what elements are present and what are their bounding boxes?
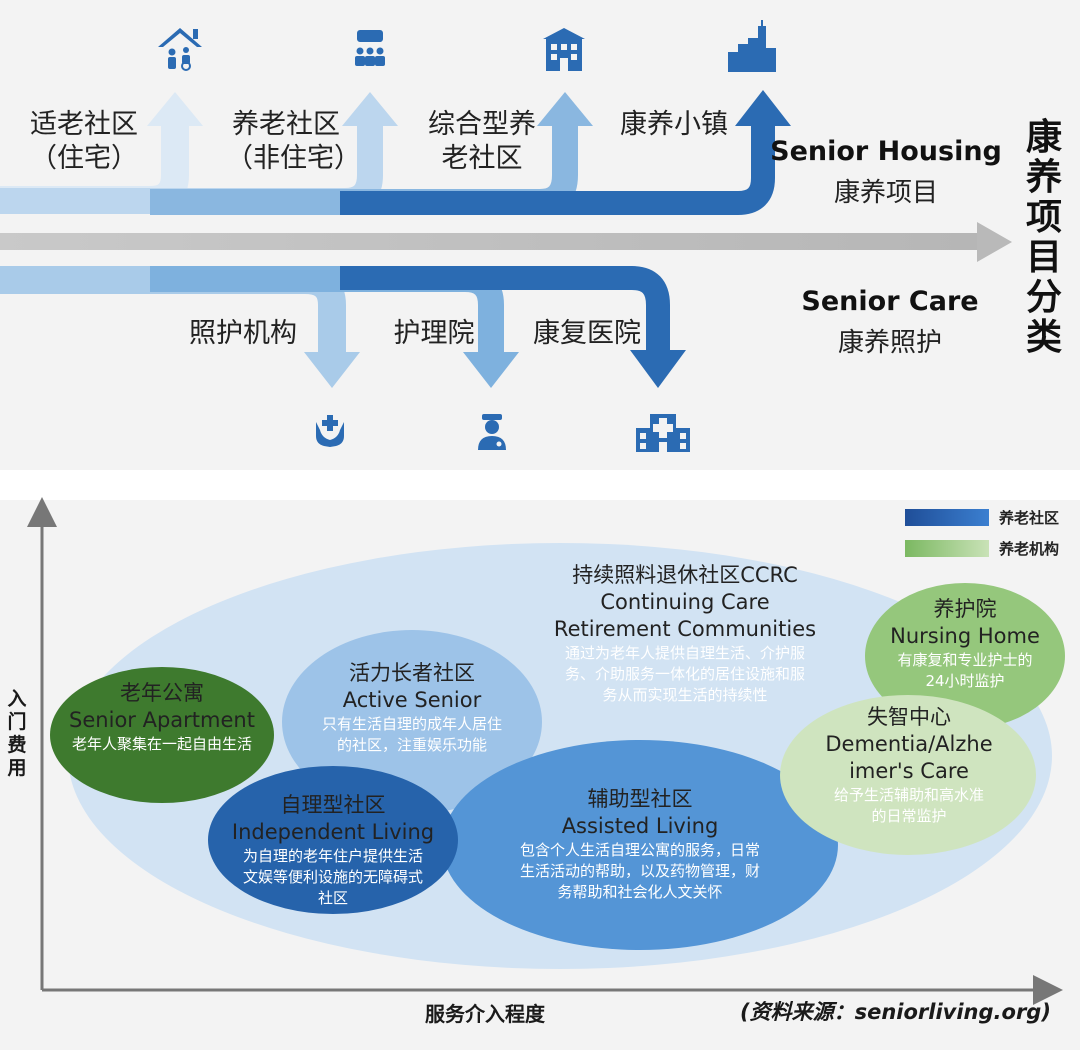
nursing-home-cn: 养护院	[933, 597, 997, 621]
housing-label-2: 养老社区 （非住宅）	[226, 109, 361, 174]
active-senior-cn: 活力长者社区	[349, 661, 475, 685]
senior-housing-subtitle: 康养项目	[833, 178, 938, 208]
senior-apartment-desc: 老年人聚集在一起自由生活	[71, 735, 252, 753]
vertical-title: 康养项目分类	[1025, 117, 1062, 358]
housing-arrow-1-head	[147, 92, 203, 126]
y-axis-label: 入门费用	[7, 688, 27, 779]
legend-swatch-community	[905, 509, 989, 526]
dementia-care-en-2: imer's Care	[849, 759, 969, 783]
active-senior-desc-1: 只有生活自理的成年人居住	[321, 715, 502, 733]
independent-living-cn: 自理型社区	[280, 793, 386, 817]
housing-arrow-2-head	[342, 92, 398, 126]
nursing-home-text: 养护院 Nursing Home 有康复和专业护士的 24小时监护	[880, 596, 1050, 692]
town-skyline-icon	[728, 20, 776, 72]
independent-living-desc-2: 文娱等便利设施的无障碍式	[242, 868, 423, 886]
senior-apartment-cn: 老年公寓	[120, 681, 204, 705]
main-axis-arrow	[0, 233, 978, 250]
assisted-living-desc-1: 包含个人生活自理公寓的服务，日常	[519, 841, 760, 859]
dementia-care-desc-1: 给予生活辅助和高水准	[833, 786, 984, 804]
active-senior-en: Active Senior	[342, 688, 482, 712]
caring-hands-icon	[316, 415, 344, 447]
housing-label-3: 综合型养 老社区	[428, 109, 536, 174]
ccrc-desc-3: 务从而实现生活的持续性	[602, 686, 768, 704]
care-label-1: 照护机构	[189, 318, 297, 349]
ccrc-cn-title: 持续照料退休社区CCRC	[572, 563, 798, 587]
assisted-living-ellipse	[442, 740, 838, 950]
senior-apartment-ellipse	[50, 667, 274, 803]
care-arrow-3	[340, 266, 670, 352]
dementia-care-cn: 失智中心	[867, 705, 951, 729]
ccrc-en-line2: Retirement Communities	[553, 617, 817, 641]
senior-care-title: Senior Care	[801, 286, 979, 317]
dementia-care-desc-2: 的日常监护	[871, 807, 947, 825]
senior-housing-title: Senior Housing	[770, 136, 1002, 167]
independent-living-ellipse	[208, 766, 458, 914]
care-label-3: 康复医院	[533, 318, 641, 349]
dementia-care-text: 失智中心 Dementia/Alzhe imer's Care 给予生活辅助和高…	[812, 704, 1006, 827]
classification-diagram	[0, 20, 1012, 452]
assisted-living-desc-3: 务帮助和社会化人文关怀	[557, 883, 723, 901]
apartment-building-icon	[543, 28, 585, 71]
nursing-home-desc-1: 有康复和专业护士的	[897, 651, 1033, 669]
hospital-icon	[636, 414, 690, 452]
housing-label-1: 适老社区 （住宅）	[30, 109, 138, 174]
main-axis-arrowhead	[977, 222, 1012, 262]
housing-arrow-3-head	[537, 92, 593, 126]
care-label-2: 护理院	[393, 318, 475, 349]
home-care-icon	[158, 28, 202, 71]
legend-swatch-institution	[905, 540, 989, 557]
community-group-icon	[355, 30, 385, 66]
nursing-home-en: Nursing Home	[890, 624, 1040, 648]
nursing-home-desc-2: 24小时监护	[925, 672, 1005, 690]
care-arrow-2-head	[463, 352, 519, 388]
x-axis-label: 服务介入程度	[425, 1002, 545, 1026]
independent-living-desc-1: 为自理的老年住户提供生活	[242, 847, 423, 865]
active-senior-text: 活力长者社区 Active Senior 只有生活自理的成年人居住 的社区，注重…	[282, 660, 542, 756]
independent-living-en: Independent Living	[231, 820, 435, 844]
care-arrow-1-head	[304, 352, 360, 388]
legend-label-institution: 养老机构	[999, 540, 1060, 558]
ccrc-desc-1: 通过为老年人提供自理生活、介护服	[564, 644, 805, 662]
senior-care-subtitle: 康养照护	[837, 328, 942, 358]
active-senior-desc-2: 的社区，注重娱乐功能	[336, 736, 487, 754]
ccrc-text: 持续照料退休社区CCRC Continuing Care Retirement …	[520, 562, 850, 706]
dementia-care-en-1: Dementia/Alzhe	[825, 732, 993, 756]
care-arrow-3-head	[630, 350, 686, 388]
senior-apartment-en: Senior Apartment	[69, 708, 255, 732]
assisted-living-text: 辅助型社区 Assisted Living 包含个人生活自理公寓的服务，日常 生…	[475, 786, 805, 903]
housing-arrow-4	[340, 125, 775, 215]
nursing-home-ellipse	[865, 583, 1065, 729]
ccrc-en-line1: Continuing Care	[600, 590, 770, 614]
independent-living-desc-3: 社区	[317, 889, 348, 907]
senior-apartment-text: 老年公寓 Senior Apartment 老年人聚集在一起自由生活	[50, 680, 274, 755]
independent-living-text: 自理型社区 Independent Living 为自理的老年住户提供生活 文娱…	[218, 792, 448, 909]
assisted-living-desc-2: 生活活动的帮助，以及药物管理，财	[519, 862, 760, 880]
dementia-care-ellipse	[780, 695, 1036, 855]
housing-label-4: 康养小镇	[620, 109, 728, 140]
source-note: (资料来源：seniorliving.org)	[740, 1000, 1051, 1024]
nurse-doctor-icon	[478, 414, 506, 450]
housing-arrow-4-head	[735, 90, 791, 126]
ccrc-desc-2: 务、介助服务一体化的居住设施和服	[564, 665, 805, 683]
legend-label-community: 养老社区	[999, 509, 1060, 527]
assisted-living-en: Assisted Living	[561, 814, 719, 838]
assisted-living-cn: 辅助型社区	[587, 787, 693, 811]
